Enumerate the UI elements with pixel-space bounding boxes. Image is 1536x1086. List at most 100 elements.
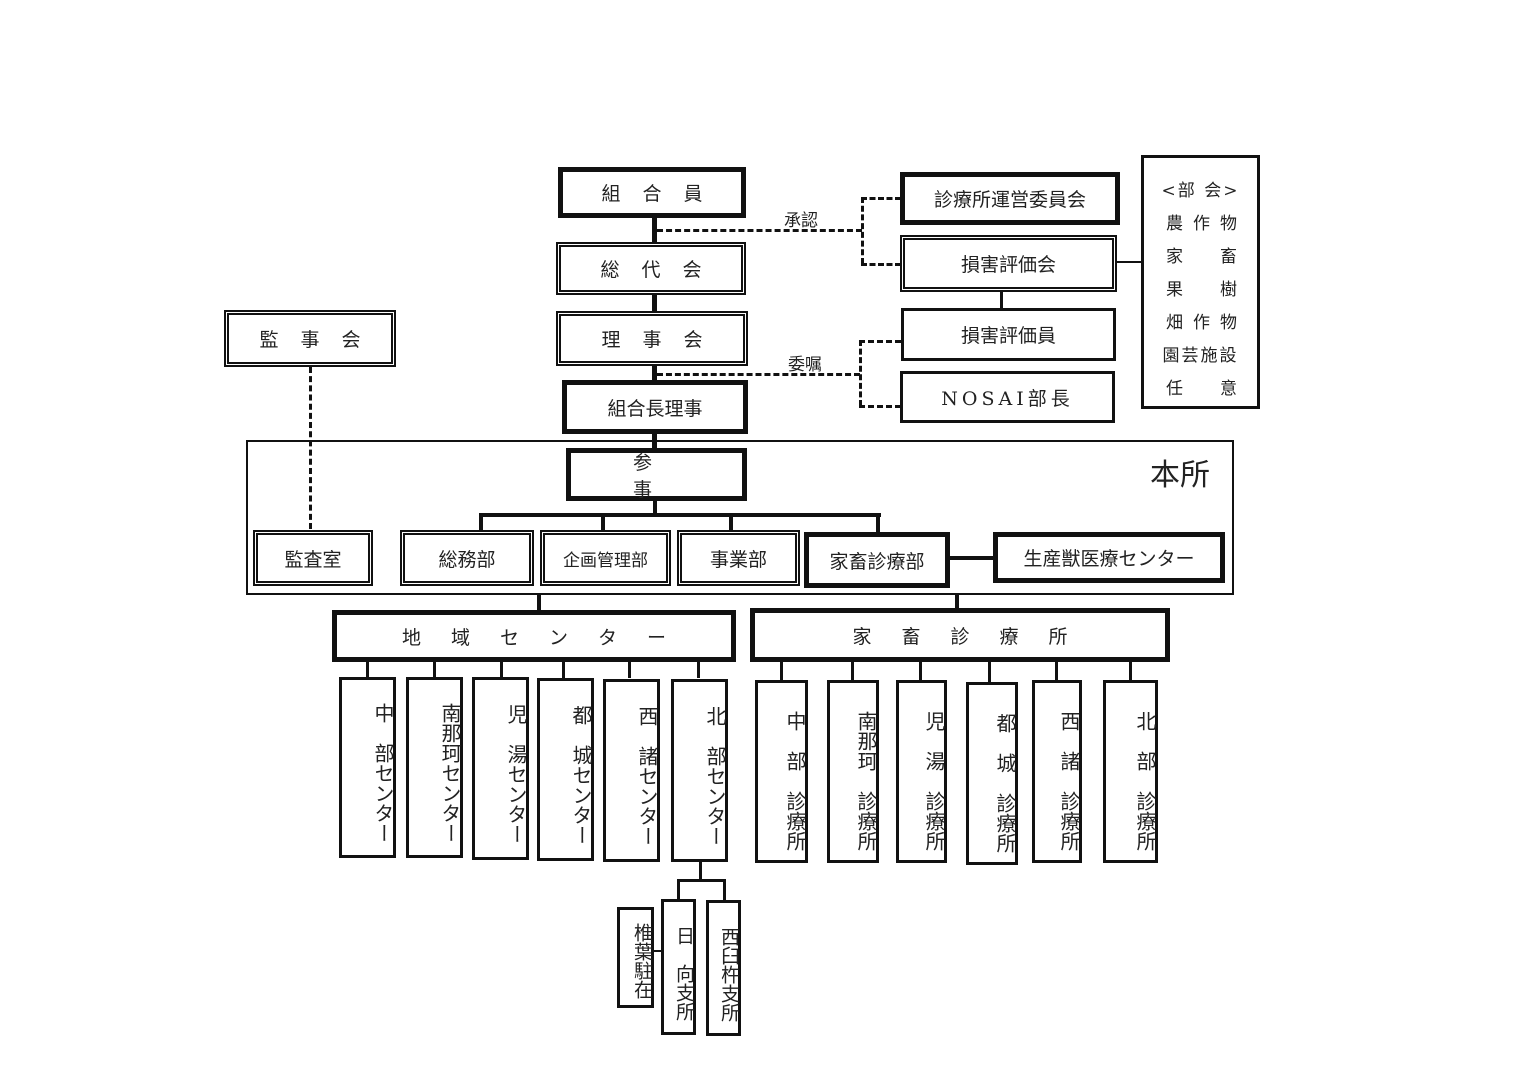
dashed-link: [861, 197, 901, 200]
connector: [1129, 662, 1132, 682]
board-box: 理事会: [556, 311, 748, 366]
item-char: 意: [1220, 379, 1239, 399]
clinic-label: 北 部 診療所: [1133, 710, 1157, 851]
business-label: 事業部: [709, 548, 767, 571]
connector: [537, 595, 541, 611]
connector: [601, 513, 605, 530]
damage-assessor-label: 損害評価員: [960, 325, 1056, 347]
subcommittee-item: 任意: [1144, 374, 1257, 407]
planning-label: 企画管理部: [563, 550, 648, 571]
board-label: 理事会: [601, 329, 725, 351]
item-char: 家: [1166, 247, 1185, 267]
clinic: 児 湯 診療所: [896, 680, 947, 863]
connector: [699, 862, 702, 880]
item-char: 畑: [1166, 313, 1185, 333]
members-box: 組合員: [558, 167, 746, 218]
connector: [677, 879, 726, 882]
connector: [1055, 662, 1058, 682]
clinic-committee-box: 診療所運営委員会: [900, 172, 1120, 225]
regional-centers-header: 地域センター: [332, 610, 736, 662]
audit-office-box: 監査室: [253, 530, 373, 586]
clinic-label: 都 城 診療所: [993, 712, 1017, 853]
connector: [652, 366, 657, 381]
connector: [562, 662, 565, 678]
connector: [876, 513, 880, 533]
branch-office-label: 西臼杵支所: [718, 926, 740, 1022]
regional-center: 南那珂センター: [406, 677, 463, 858]
audit-office-label: 監査室: [284, 548, 342, 571]
damage-assessor-box: 損害評価員: [901, 308, 1116, 361]
connector: [479, 513, 483, 530]
clinic-committee-label: 診療所運営委員会: [933, 189, 1086, 211]
production-animal-center-box: 生産獣医療センター: [993, 532, 1225, 583]
regional-center-label: 児 湯センター: [504, 703, 528, 844]
connector: [1117, 261, 1142, 263]
regional-center-label: 中 部センター: [371, 702, 395, 843]
regional-center-label: 西 諸センター: [635, 705, 659, 846]
connector: [955, 593, 959, 609]
branch-office: 西臼杵支所: [706, 900, 741, 1036]
item-char: 作: [1193, 313, 1212, 333]
clinics-header: 家畜診療所: [750, 608, 1170, 662]
resident-office-label: 椎葉駐在: [631, 922, 653, 999]
production-animal-center-label: 生産獣医療センター: [1023, 548, 1195, 570]
members-label: 組合員: [601, 183, 725, 205]
clinic-label: 南那珂 診療所: [854, 710, 878, 851]
regional-center-label: 南那珂センター: [438, 702, 462, 843]
regional-center: 児 湯センター: [472, 677, 529, 860]
regional-center: 中 部センター: [339, 677, 396, 858]
connector: [433, 662, 436, 678]
livestock-medical-label: 家畜診療部: [829, 550, 925, 573]
subcommittee-header: <部 会>: [1161, 181, 1240, 201]
branch-office: 日 向支所: [661, 899, 696, 1035]
connector: [366, 662, 369, 678]
connector: [988, 662, 991, 684]
councilor-label: 参事: [633, 451, 715, 501]
dashed-link: [859, 340, 901, 343]
chairman-label: 組合長理事: [607, 397, 703, 420]
head-office-label: 本所: [1150, 458, 1210, 493]
connector: [653, 950, 663, 952]
item-char: 樹: [1220, 280, 1239, 300]
connector: [628, 662, 631, 678]
clinic: 中 部 診療所: [755, 680, 808, 863]
item-char: 物: [1220, 313, 1239, 333]
councilor-box: 参事: [566, 448, 747, 501]
regional-center: 西 諸センター: [603, 679, 660, 862]
auditors-box: 監事会: [224, 310, 396, 367]
item-char: 農: [1166, 214, 1185, 234]
connector: [697, 662, 700, 678]
subcommittee-item: 家畜: [1144, 242, 1257, 275]
regional-center: 北 部センター: [671, 679, 728, 862]
connector: [652, 295, 657, 312]
item-char: 作: [1193, 214, 1212, 234]
planning-box: 企画管理部: [540, 530, 671, 586]
general-affairs-box: 総務部: [400, 530, 534, 586]
connector: [780, 662, 783, 682]
nosai-head-box: NOSAI部長: [900, 371, 1115, 423]
commission-dashed-vertical: [859, 340, 862, 406]
clinic: 都 城 診療所: [966, 682, 1018, 865]
clinic-label: 中 部 診療所: [783, 710, 807, 851]
item-char: 任: [1166, 379, 1185, 399]
head-office-frame: [246, 440, 1234, 595]
chairman-box: 組合長理事: [562, 380, 748, 434]
livestock-medical-box: 家畜診療部: [804, 532, 950, 588]
clinic: 北 部 診療所: [1103, 680, 1158, 863]
department-bus: [479, 513, 881, 517]
subcommittee-item: 園芸施設: [1162, 346, 1239, 366]
connector: [919, 662, 922, 682]
clinic-label: 児 湯 診療所: [922, 710, 946, 851]
business-box: 事業部: [677, 530, 800, 586]
connector: [500, 662, 503, 678]
connector: [950, 556, 994, 560]
connector: [729, 513, 733, 530]
approval-dashed-link: [657, 229, 862, 232]
damage-council-box: 損害評価会: [900, 235, 1117, 292]
dashed-link: [861, 263, 901, 266]
audit-dashed-link: [309, 367, 312, 529]
delegates-label: 総代会: [600, 259, 724, 281]
approval-dashed-vertical: [861, 197, 864, 264]
connector: [677, 879, 680, 901]
branch-office-label: 日 向支所: [673, 925, 695, 1021]
